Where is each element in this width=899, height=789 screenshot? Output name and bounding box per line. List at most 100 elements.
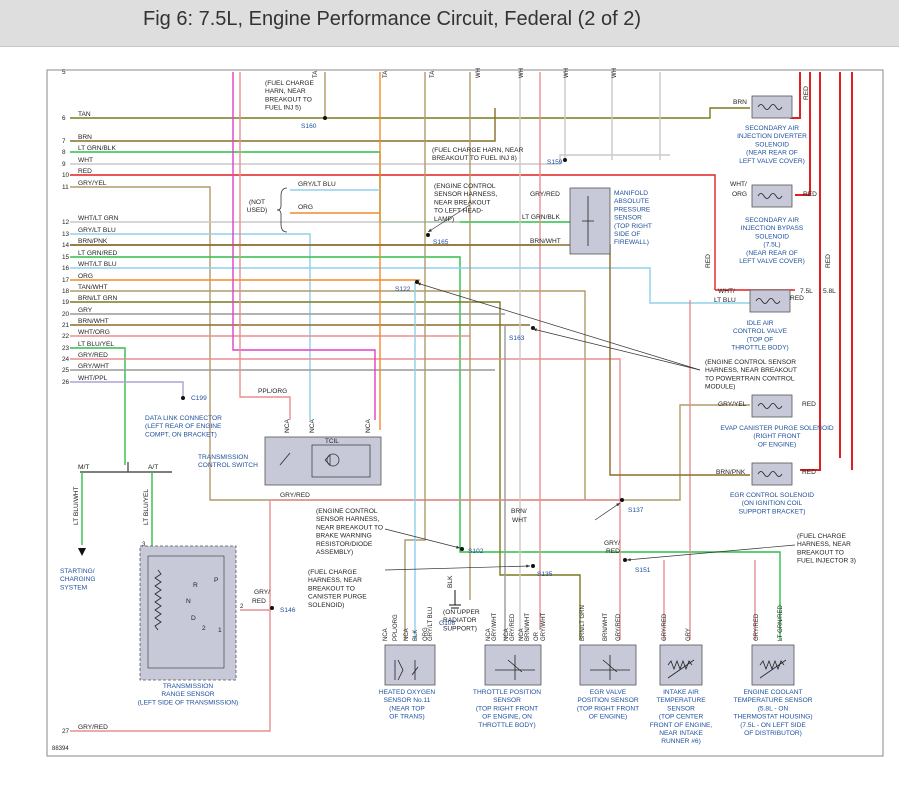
resistor-symbol xyxy=(154,569,162,631)
label-line: DATA LINK CONNECTOR xyxy=(145,415,222,422)
splice-label: S163 xyxy=(509,335,525,342)
label-line: (TOP RIGHT FRONT xyxy=(577,705,639,712)
label: RED xyxy=(803,191,817,198)
label-line: BREAKOUT TO FUEL INJ 8) xyxy=(432,155,517,162)
pin-number: 17 xyxy=(62,277,70,284)
wire-label: BRN/WHT xyxy=(78,318,109,325)
sensor-wire-label: GRY/WHT xyxy=(541,612,547,641)
sensor-wire-label: OR xyxy=(534,631,540,641)
label-line: CHARGING xyxy=(60,576,96,583)
splice-dot xyxy=(426,233,430,237)
label: ORG xyxy=(298,204,313,211)
sensor-wire-label: NCA xyxy=(486,628,492,641)
label-line: ENGINE COOLANT xyxy=(744,689,803,696)
splice-dot xyxy=(323,116,327,120)
trs-position: P xyxy=(214,577,219,584)
wire xyxy=(70,267,750,304)
pointer-line xyxy=(626,544,796,561)
sensor-wire-label: BRN/WHT xyxy=(603,613,609,641)
label: RED xyxy=(825,254,832,268)
label-line: POSITION SENSOR xyxy=(577,697,638,704)
label: BLK xyxy=(447,575,454,588)
label-line: OF DISTRIBUTOR) xyxy=(744,730,802,737)
pointer-line xyxy=(384,565,531,571)
wire xyxy=(70,233,311,420)
label: GRY/RED xyxy=(530,191,560,198)
egr-valve-position-sensor xyxy=(579,644,637,686)
splice-dot xyxy=(620,498,624,502)
sensor-wire-label: ORG xyxy=(423,627,429,641)
pin-number: 14 xyxy=(62,242,70,249)
label-line: BREAKOUT TO xyxy=(308,585,355,592)
sensor-wire-label: PPL/ORG xyxy=(393,614,399,641)
thermistor-symbol xyxy=(667,659,695,679)
label-line: SYSTEM xyxy=(60,584,87,591)
wire-label: BRN/PNK xyxy=(78,238,108,245)
label-line: (LEFT REAR OF ENGINE xyxy=(145,423,222,430)
label-line: SENSOR xyxy=(493,697,521,704)
label-line: STARTING/ xyxy=(60,568,95,575)
splice-label: S102 xyxy=(468,548,484,555)
wire-label: WHT/PPL xyxy=(78,375,108,382)
component-layer xyxy=(139,95,795,686)
wire xyxy=(70,256,781,640)
wire xyxy=(70,301,581,640)
wiring-diagram: 5678910111213141516171819202122232425262… xyxy=(46,68,884,757)
label-line: RESISTOR/DIODE xyxy=(316,541,373,548)
label: 3 xyxy=(142,542,146,548)
figure-header: Fig 6: 7.5L, Engine Performance Circuit,… xyxy=(0,0,899,47)
wire xyxy=(70,499,620,732)
label-line: (5.8L - ON xyxy=(758,705,789,712)
potentiometer-symbol xyxy=(495,655,535,680)
label: WHT/ xyxy=(718,288,735,295)
sensor-wire-label: NCA xyxy=(519,628,525,641)
sensor-wire-label: GRY xyxy=(686,628,692,641)
label-line: NEAR BREAKOUT xyxy=(434,199,490,206)
sensor-wire-label: NCA xyxy=(383,628,389,641)
pointer-line xyxy=(384,528,461,549)
label: TCIL xyxy=(325,438,339,445)
pointer-line xyxy=(532,328,701,371)
wire-label: TAN xyxy=(78,111,91,118)
pin-number: 12 xyxy=(62,219,70,226)
coil-symbol xyxy=(755,298,781,304)
wire xyxy=(790,72,801,119)
pin-number: 16 xyxy=(62,265,70,272)
label-line: OF ENGINE) xyxy=(589,714,627,721)
label-line: SENSOR HARNESS, xyxy=(316,516,380,523)
pointer-arrow xyxy=(627,558,631,562)
label-line: OF ENGINE, ON xyxy=(482,714,532,721)
label-line: TO POWERTRAIN CONTROL xyxy=(705,375,795,382)
label-line: (FUEL CHARGE xyxy=(308,569,357,576)
top-wire-label: WH xyxy=(564,68,570,78)
label-line: EVAP CANISTER PURGE SOLENOID xyxy=(720,425,834,432)
label-line: IDLE AIR xyxy=(746,320,773,327)
pin-number: 13 xyxy=(62,231,70,238)
label-line: RADIATOR xyxy=(443,617,477,624)
label-line: BRAKE WARNING xyxy=(316,533,372,540)
label: GRY/ xyxy=(604,540,620,547)
label: 7.5L xyxy=(800,288,813,295)
label: WHT/ xyxy=(730,181,747,188)
sensor-wire-label: GRY/RED xyxy=(616,613,622,641)
label-line: NEAR INTAKE xyxy=(659,730,703,737)
diagram-frame xyxy=(46,69,884,757)
label-line: SENSOR No.11 xyxy=(384,697,431,704)
figure-number: 88394 xyxy=(52,746,69,752)
splice-label: S137 xyxy=(628,507,644,514)
secondary-air-diverter-solenoid xyxy=(751,95,793,119)
switch-blade xyxy=(279,452,291,466)
tcil-frame xyxy=(311,444,371,478)
label-line: HARNESS, NEAR xyxy=(308,577,362,584)
top-wire-label: TA xyxy=(430,71,436,78)
pointer-arrow xyxy=(456,545,460,549)
pin-number: 19 xyxy=(62,299,70,306)
pin-number: 5 xyxy=(62,69,66,76)
splice-dot xyxy=(270,606,274,610)
label-line: SOLENOID xyxy=(755,233,789,240)
label: BRN/WHT xyxy=(530,238,561,245)
trs-position: D xyxy=(191,615,196,622)
wire-layer xyxy=(70,72,853,732)
pin-number: 9 xyxy=(62,161,66,168)
trs-position: 1 xyxy=(218,627,222,634)
